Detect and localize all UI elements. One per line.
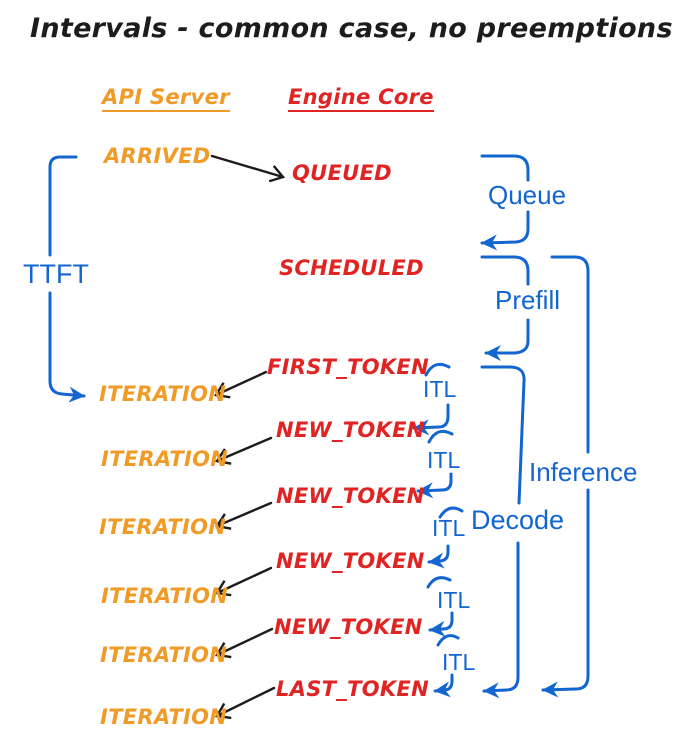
- event-iteration-5: ITERATION: [100, 643, 228, 667]
- arrow-arrived-to-queued: [210, 154, 286, 183]
- arrow-new-token-3-to-iteration: [215, 566, 273, 597]
- interval-inference-label: Inference: [529, 457, 638, 487]
- interval-itl-label-5: ITL: [442, 649, 476, 675]
- interval-prefill-label: Prefill: [495, 285, 561, 315]
- event-iteration-4: ITERATION: [101, 584, 229, 608]
- itl-3-arrow: [427, 544, 450, 569]
- queue-arrow: [480, 210, 530, 251]
- event-first-token: FIRST_TOKEN: [267, 355, 429, 379]
- inference-bracket-top: [550, 255, 590, 454]
- engine-core-header: Engine Core: [288, 87, 434, 112]
- arrow-first-token-to-iteration: [214, 370, 268, 399]
- event-iteration-2: ITERATION: [101, 447, 229, 471]
- interval-itl-label-3: ITL: [432, 515, 466, 541]
- event-last-token: LAST_TOKEN: [276, 677, 429, 701]
- interval-itl-label-2: ITL: [427, 447, 461, 473]
- prefill-arrow: [484, 318, 530, 361]
- api-server-header: API Server: [102, 87, 230, 112]
- ttft-arrow: [48, 291, 86, 403]
- event-queued: QUEUED: [292, 161, 392, 185]
- event-arrived: ARRIVED: [104, 144, 211, 168]
- event-new-token-1: NEW_TOKEN: [276, 418, 425, 442]
- decode-arrow: [482, 541, 520, 699]
- arrow-new-token-4-to-iteration: [215, 627, 274, 659]
- ttft-bracket-top: [48, 155, 78, 257]
- decode-bracket-top: [480, 365, 526, 505]
- itl-2-arrow: [416, 472, 453, 499]
- interval-decode-label: Decode: [471, 505, 565, 535]
- queue-bracket-top: [480, 154, 530, 182]
- page-title: Intervals - common case, no preemptions: [30, 13, 673, 44]
- event-new-token-2: NEW_TOKEN: [276, 484, 425, 508]
- interval-itl-label-1: ITL: [423, 376, 457, 402]
- itl-2-open-hook: [427, 429, 454, 444]
- arrow-new-token-1-to-iteration: [215, 436, 273, 465]
- itl-4-arrow: [428, 611, 454, 637]
- itl-4-open-hook: [426, 576, 452, 589]
- interval-ttft-label: TTFT: [23, 259, 89, 289]
- itl-1-arrow: [412, 403, 450, 436]
- event-scheduled: SCHEDULED: [279, 256, 424, 280]
- arrow-last-token-to-iteration: [215, 686, 276, 720]
- event-iteration-6: ITERATION: [100, 705, 228, 729]
- interval-itl-label-4: ITL: [437, 587, 471, 613]
- itl-5-open-hook: [436, 634, 460, 647]
- itl-3-open-hook: [438, 506, 464, 519]
- event-iteration-1: ITERATION: [99, 382, 227, 406]
- prefill-bracket-top: [480, 255, 530, 286]
- itl-5-arrow: [433, 673, 454, 698]
- arrow-new-token-2-to-iteration: [215, 501, 273, 530]
- itl-1-open-hook: [424, 362, 451, 377]
- interval-queue-label: Queue: [488, 180, 567, 210]
- event-iteration-3: ITERATION: [99, 515, 227, 539]
- event-new-token-4: NEW_TOKEN: [274, 615, 423, 639]
- event-new-token-3: NEW_TOKEN: [276, 549, 425, 573]
- inference-arrow: [541, 488, 590, 698]
